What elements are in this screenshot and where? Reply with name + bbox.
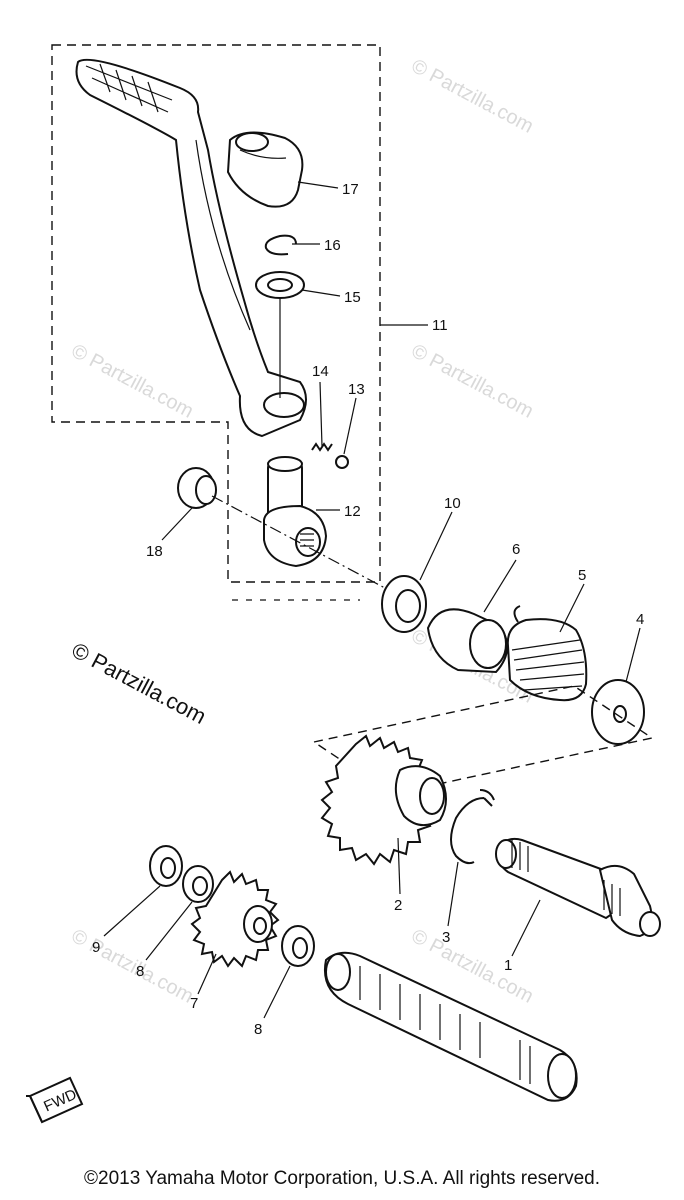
watermark-text: © Partzilla.com — [68, 340, 197, 423]
callout-4: 4 — [636, 611, 644, 628]
watermark-text-large: © Partzilla.com — [68, 637, 211, 729]
callout-labels: 17 16 15 11 14 13 12 18 10 6 5 4 2 3 1 9… — [92, 181, 644, 1038]
washer-8-upper — [182, 865, 214, 903]
center-axis-line — [211, 495, 401, 597]
leader-line — [319, 381, 323, 447]
spring-14 — [311, 442, 333, 452]
callout-2: 2 — [394, 897, 402, 914]
washer-15 — [255, 271, 305, 299]
ball-13 — [335, 455, 349, 469]
callout-10: 10 — [444, 495, 461, 512]
clip-3 — [450, 789, 495, 865]
callout-3: 3 — [442, 929, 450, 946]
leader-line — [145, 901, 193, 961]
watermark-text: © Partzilla.com — [408, 340, 537, 423]
circlip-16 — [264, 234, 297, 256]
watermark-text: © Partzilla.com — [408, 55, 537, 138]
kick-shaft-1 — [495, 837, 661, 938]
washer-9 — [149, 845, 183, 887]
kick-lever-arm — [75, 58, 307, 438]
leader-line — [301, 289, 341, 297]
callout-16: 16 — [324, 237, 341, 254]
leader-line — [447, 861, 459, 927]
callout-5: 5 — [578, 567, 586, 584]
leader-line — [559, 583, 585, 633]
callout-12: 12 — [344, 503, 361, 520]
leader-line — [103, 885, 161, 937]
torsion-spring-5 — [506, 605, 588, 702]
copyright-notice: ©2013 Yamaha Motor Corporation, U.S.A. A… — [84, 1168, 600, 1189]
washer-4 — [591, 679, 645, 745]
callout-9: 9 — [92, 939, 100, 956]
leader-line — [419, 511, 453, 581]
callout-13: 13 — [348, 381, 365, 398]
kick-boss-cover — [226, 131, 304, 208]
leader-line — [343, 397, 357, 455]
callout-14: 14 — [312, 363, 329, 380]
callout-15: 15 — [344, 289, 361, 306]
leader-line — [625, 627, 641, 683]
kick-lever-assembly-outline — [51, 44, 381, 583]
spring-cover-6 — [426, 608, 508, 674]
callout-11: 11 — [432, 317, 448, 334]
watermark-text: © Partzilla.com — [68, 925, 197, 1008]
idle-gear-7 — [190, 870, 280, 968]
leader-line — [263, 965, 291, 1019]
callout-8-upper: 8 — [136, 963, 144, 980]
callout-1: 1 — [504, 957, 512, 974]
leader-line — [511, 899, 541, 957]
callout-17: 17 — [342, 181, 359, 198]
callout-8-lower: 8 — [254, 1021, 262, 1038]
leader-line — [297, 181, 339, 189]
callout-6: 6 — [512, 541, 520, 558]
kick-axle-12 — [263, 456, 328, 568]
leader-line — [483, 559, 517, 613]
leader-line — [397, 837, 401, 895]
washer-8-lower — [281, 925, 315, 967]
main-axle — [324, 951, 578, 1102]
callout-18: 18 — [146, 543, 163, 560]
leader-line — [197, 953, 217, 995]
kick-gear-2 — [320, 734, 447, 866]
bushing-18 — [177, 467, 217, 509]
callout-7: 7 — [190, 995, 198, 1012]
oil-seal-10 — [381, 575, 427, 633]
fwd-indicator: FWD — [26, 1076, 84, 1124]
leader-line — [161, 507, 193, 541]
